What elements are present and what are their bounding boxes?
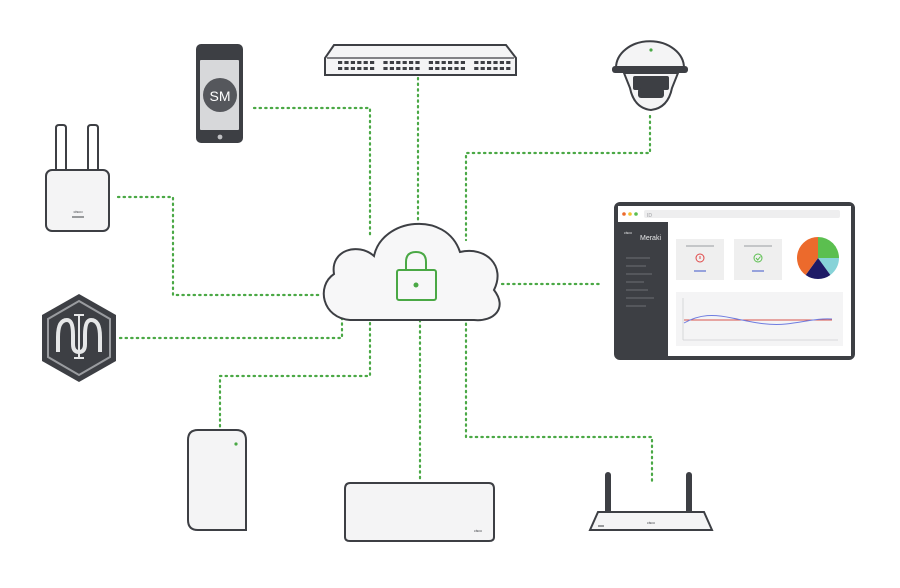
dashboard-brand-meraki: Meraki: [640, 235, 661, 242]
switch-port: [350, 61, 355, 64]
dashboard-sidebar: [618, 222, 668, 356]
hexagon-logo-icon: [42, 294, 116, 382]
router-brand: cisco: [647, 521, 655, 525]
switch-port: [506, 61, 511, 64]
switch-port: [363, 61, 368, 64]
link-access-point: [218, 316, 372, 434]
switch-port: [409, 67, 414, 70]
switch-port: [402, 67, 407, 70]
dashboard-brand-cisco: cisco: [624, 231, 632, 235]
switch-port: [344, 67, 349, 70]
switch-port: [415, 61, 420, 64]
switch-port: [428, 61, 433, 64]
link-sensor: [118, 316, 344, 340]
switch-port: [383, 67, 388, 70]
link-phone: [252, 106, 372, 240]
switch-port: [441, 67, 446, 70]
pie-slice: [805, 258, 831, 279]
switch-port: [383, 61, 388, 64]
ap-flat-brand: cisco: [474, 529, 482, 533]
switch-port: [454, 67, 459, 70]
switch-port: [506, 67, 511, 70]
access-point-icon: [187, 429, 247, 531]
wireless-access-point-icon: cisco: [344, 482, 495, 542]
cellular-gateway-icon: cisco: [45, 124, 110, 232]
padlock-icon: [396, 250, 437, 301]
switch-port: [370, 67, 375, 70]
switch-port: [493, 67, 498, 70]
dashboard-pie-chart: [797, 237, 839, 279]
dashboard-card-alert: [676, 239, 724, 280]
check-icon: [753, 253, 763, 263]
dashboard-url: ID: [647, 213, 652, 219]
pie-slice: [818, 258, 839, 275]
pie-slice: [818, 237, 839, 258]
cloud-icon: [322, 222, 501, 322]
switch-port: [460, 67, 465, 70]
switch-port: [474, 61, 479, 64]
link-camera: [464, 114, 652, 242]
switch-port: [499, 61, 504, 64]
switch-port: [493, 61, 498, 64]
link-router: [464, 316, 654, 486]
switch-port: [415, 67, 420, 70]
switch-port: [350, 67, 355, 70]
switch-port: [487, 67, 492, 70]
switch-ports: [338, 61, 511, 70]
smartphone-icon: SM: [196, 44, 243, 143]
switch-port: [480, 61, 485, 64]
switch-port: [409, 61, 414, 64]
switch-port: [435, 67, 440, 70]
switch-port: [389, 61, 394, 64]
dashboard-line-chart: [676, 292, 843, 346]
network-switch-icon: [324, 44, 517, 76]
link-gateway: [116, 195, 322, 297]
alert-icon: [695, 253, 705, 263]
switch-port: [441, 61, 446, 64]
switch-port: [396, 67, 401, 70]
phone-sm-label: SM: [210, 88, 231, 104]
switch-port: [344, 61, 349, 64]
switch-port: [357, 67, 362, 70]
switch-port: [454, 61, 459, 64]
switch-port: [474, 67, 479, 70]
switch-port: [338, 67, 343, 70]
security-camera-icon: [612, 40, 688, 112]
switch-port: [460, 61, 465, 64]
switch-port: [396, 61, 401, 64]
switch-port: [402, 61, 407, 64]
dashboard-monitor-icon: ID cisco Meraki: [614, 202, 855, 360]
switch-port: [448, 67, 453, 70]
switch-port: [480, 67, 485, 70]
switch-port: [448, 61, 453, 64]
wireless-router-icon: cisco: [588, 472, 714, 531]
pie-slice: [797, 237, 818, 275]
switch-port: [435, 61, 440, 64]
switch-port: [389, 67, 394, 70]
switch-port: [428, 67, 433, 70]
switch-port: [363, 67, 368, 70]
switch-port: [338, 61, 343, 64]
switch-port: [357, 61, 362, 64]
switch-port: [487, 61, 492, 64]
gateway-brand: cisco: [73, 209, 83, 214]
switch-port: [370, 61, 375, 64]
switch-port: [499, 67, 504, 70]
connection-lines: [116, 76, 654, 486]
